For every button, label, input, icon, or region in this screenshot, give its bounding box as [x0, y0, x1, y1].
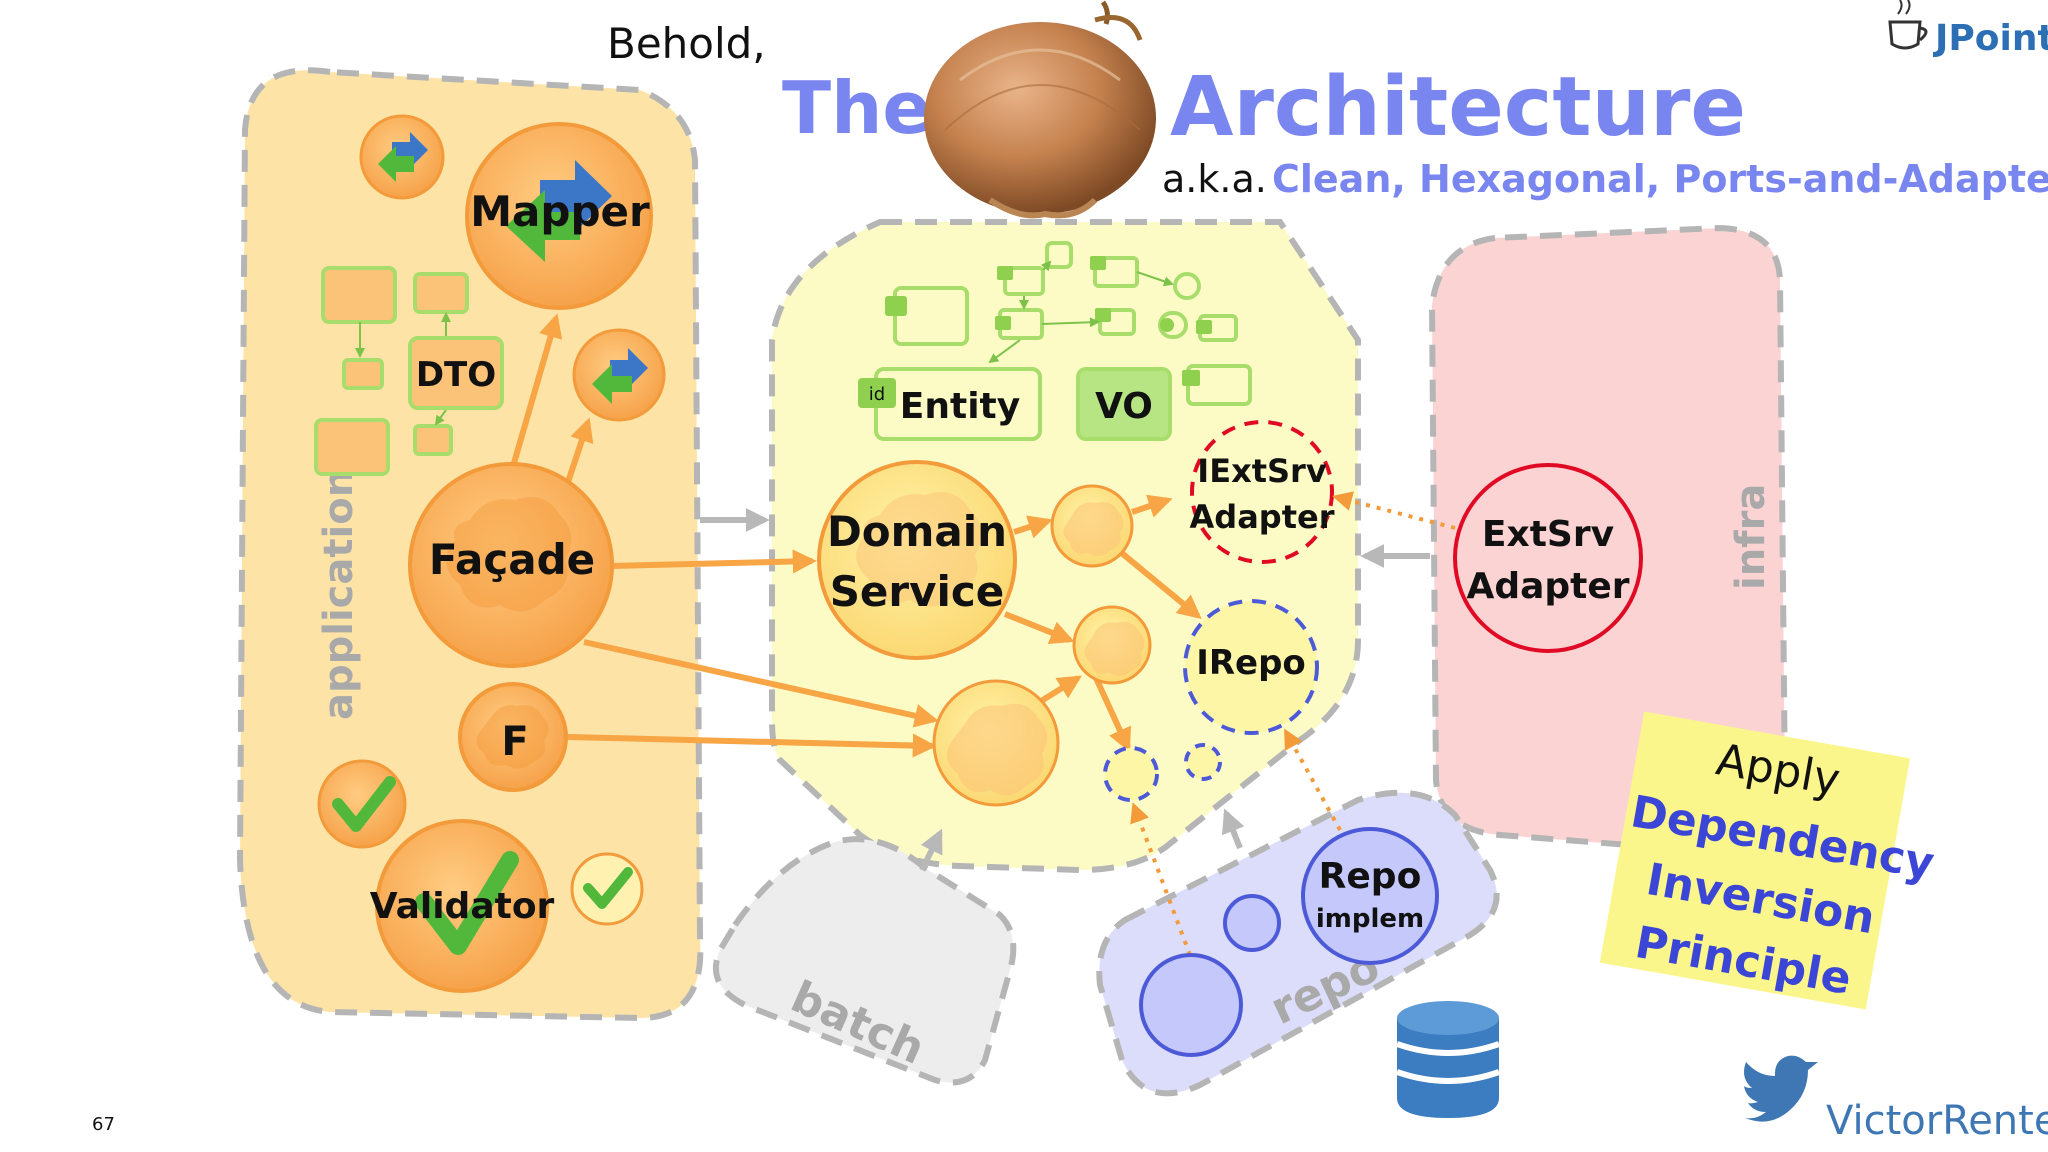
- facade-label: Façade: [429, 535, 595, 584]
- facade-arrows: [509, 313, 939, 758]
- repo-label-2: implem: [1316, 904, 1424, 934]
- infra-label: infra: [1728, 484, 1774, 590]
- sticky-note: Apply Dependency Inversion Principle: [1599, 711, 1938, 1010]
- title-the: The: [782, 66, 931, 150]
- id-tag: [858, 378, 896, 408]
- mapper-label: Mapper: [470, 187, 650, 236]
- repo-small-impl-1: [1139, 953, 1243, 1057]
- repo-label-1: Repo: [1319, 856, 1422, 897]
- vo-node: VO: [1076, 367, 1172, 441]
- vo-label: VO: [1095, 386, 1153, 427]
- entity-node: id Entity: [858, 367, 1042, 441]
- application-label: application: [316, 469, 362, 720]
- entity-label: Entity: [900, 386, 1020, 427]
- validator-label: Validator: [370, 886, 555, 927]
- domain-service-node: Domain Service: [817, 460, 1017, 660]
- behold-text: Behold,: [607, 19, 766, 68]
- id-tag-label: id: [869, 384, 885, 405]
- irepo-node: IRepo: [1183, 599, 1319, 735]
- domain-helper-2: [1072, 605, 1152, 685]
- slide-number: 67: [92, 1114, 115, 1135]
- irepo-label: IRepo: [1196, 643, 1306, 683]
- jpoint-logo: JPoint: [1888, 0, 2048, 59]
- entity-graph-tabs: [885, 256, 1212, 386]
- dto-node: DTO: [408, 336, 504, 410]
- small-mapper-icon-1: [359, 114, 445, 200]
- small-interface-2: [1184, 743, 1222, 781]
- small-validator-icon-2: [570, 852, 644, 926]
- repo-implements-arrow: [1284, 728, 1342, 831]
- twitter-icon: [1744, 1055, 1818, 1122]
- validator-node: Validator: [370, 819, 555, 993]
- small-interface-1: [1103, 746, 1159, 802]
- mapper-node: Mapper: [465, 122, 653, 310]
- facade-node: Façade: [408, 462, 614, 668]
- iextsrv-adapter-node: IExtSrv Adapter: [1190, 420, 1335, 564]
- entity-graph-links: [988, 260, 1174, 364]
- repo-small-impl-2: [1223, 894, 1281, 952]
- repo-implem-node: Repo implem: [1301, 827, 1439, 965]
- database-icon: [1396, 1001, 1500, 1118]
- aka-names: Clean, Hexagonal, Ports-and-Adapters: [1272, 157, 2048, 201]
- f-label: F: [501, 719, 528, 765]
- title-architecture: Architecture: [1170, 60, 1746, 155]
- dto-cluster: [314, 266, 469, 476]
- dto-label: DTO: [416, 355, 496, 395]
- onion-image: [924, 0, 1156, 219]
- domain-helper-1: [1050, 484, 1134, 568]
- iextsrv-label-1: IExtSrv: [1197, 452, 1327, 490]
- extsrv-label-2: Adapter: [1466, 566, 1629, 607]
- small-mapper-icon-2: [572, 328, 666, 422]
- jpoint-logo-text: JPoint: [1932, 18, 2048, 59]
- batch-layer-shape: [713, 836, 1017, 1086]
- domain-service-label-2: Service: [830, 567, 1005, 616]
- extsrv-adapter-node: ExtSrv Adapter: [1453, 463, 1643, 653]
- domain-service-label-1: Domain: [827, 507, 1007, 556]
- dto-links: [355, 312, 451, 426]
- domain-arrows: [1003, 494, 1202, 753]
- small-validator-icon-1: [317, 759, 407, 849]
- iextsrv-label-2: Adapter: [1190, 498, 1335, 536]
- repo-small-implements-arrow: [1130, 802, 1192, 956]
- extsrv-implements-arrow: [1332, 491, 1456, 530]
- repo-to-domain-arrow: [1221, 808, 1245, 850]
- batch-to-domain-arrow: [919, 828, 943, 872]
- domain-helper-3: [932, 679, 1060, 807]
- extsrv-label-1: ExtSrv: [1482, 514, 1614, 555]
- aka-prefix: a.k.a.: [1162, 157, 1267, 201]
- website-text: VictorRentea.ro: [1826, 1098, 2048, 1144]
- f-node: F: [458, 682, 568, 792]
